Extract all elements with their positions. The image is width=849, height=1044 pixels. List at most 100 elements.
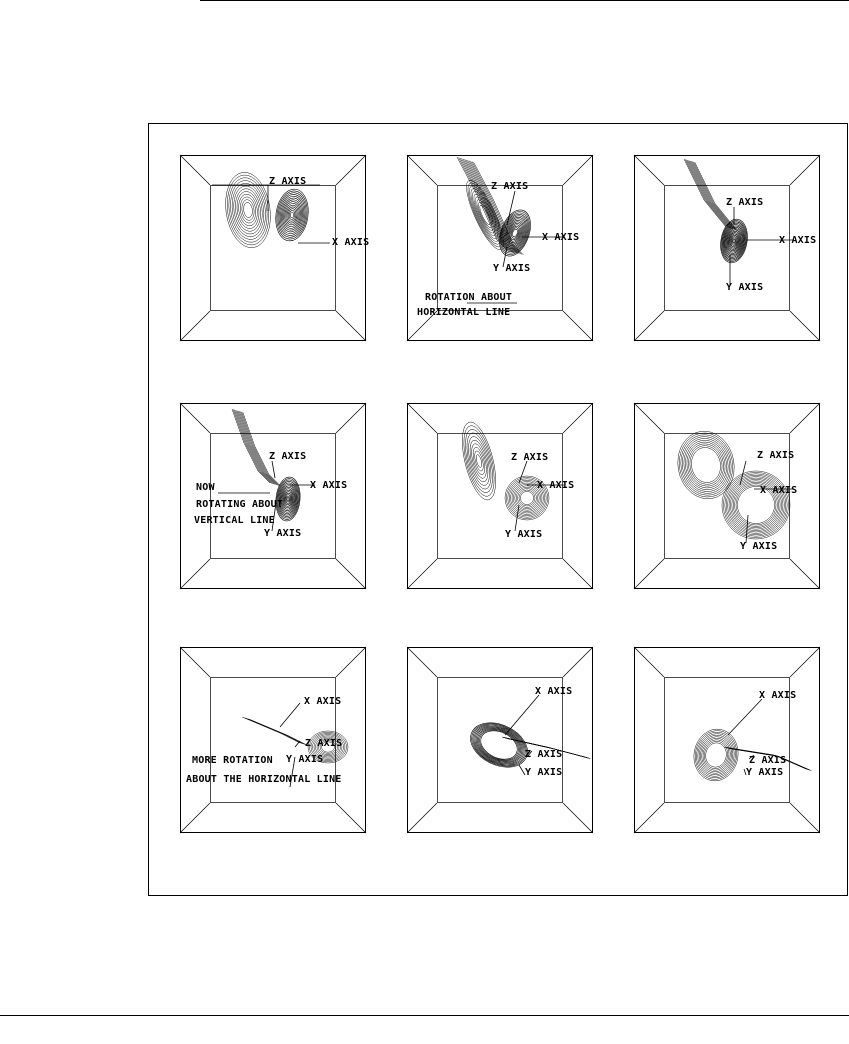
orbit-ring — [694, 731, 737, 779]
y-axis-label: Y AXIS — [264, 528, 301, 540]
orbit-ring — [468, 189, 502, 242]
rotation-note-line-1: ROTATION ABOUT — [425, 292, 512, 304]
y-axis-label: Y AXIS — [740, 541, 777, 553]
panel-5: Z AXIS X AXIS Y AXIS — [407, 403, 593, 589]
panel-3-plot — [634, 155, 820, 341]
panel-6: Z AXIS X AXIS Y AXIS — [634, 403, 820, 589]
z-axis-label: Z AXIS — [749, 755, 786, 767]
x-axis-label: X AXIS — [304, 696, 341, 708]
orbit-ring — [691, 727, 740, 782]
corner-edge — [790, 803, 820, 833]
corner-edge — [634, 647, 664, 677]
corner-edge — [563, 647, 593, 677]
x-axis-label: X AXIS — [760, 485, 797, 497]
y-axis-label: Y AXIS — [505, 529, 542, 541]
orbit-ring — [520, 491, 533, 504]
corner-edge — [180, 559, 210, 589]
corner-edge — [790, 311, 820, 341]
orbit-ring — [473, 723, 524, 767]
orbit-ring — [469, 442, 490, 479]
trajectory-strand — [694, 162, 736, 230]
attractor-lobe — [722, 471, 790, 539]
trajectory-strand — [237, 410, 275, 484]
y-axis-label: Y AXIS — [493, 263, 530, 275]
corner-edge — [407, 647, 437, 677]
corner-edge — [634, 311, 664, 341]
orbit-ring — [278, 195, 306, 236]
corner-edge — [563, 403, 593, 433]
trajectory-strand — [242, 717, 300, 743]
orbit-ring — [516, 487, 538, 509]
trajectory-strand — [238, 411, 276, 485]
attractor-lobe — [221, 169, 275, 250]
y-axis-label: Y AXIS — [746, 767, 783, 779]
x-axis-label: X AXIS — [759, 690, 796, 702]
corner-edge — [563, 155, 593, 185]
y-axis-label: Y AXIS — [726, 282, 763, 294]
corner-edge — [407, 559, 437, 589]
corner-edge — [336, 647, 366, 677]
orbit-ring — [290, 212, 294, 218]
rotation-note-line-2: HORIZONTAL LINE — [417, 307, 510, 319]
z-axis-label: Z AXIS — [525, 749, 562, 761]
corner-edge — [790, 559, 820, 589]
panel-7: X AXIS Z AXIS Y AXIS MORE ROTATION ABOUT… — [180, 647, 366, 833]
z-axis-label: Z AXIS — [269, 451, 306, 463]
orbit-ring — [456, 419, 503, 503]
corner-edge — [180, 403, 210, 433]
corner-edge — [336, 311, 366, 341]
corner-edge — [407, 803, 437, 833]
attractor-lobe — [690, 726, 742, 785]
orbit-ring — [289, 210, 296, 220]
corner-edge — [634, 559, 664, 589]
orbit-ring — [237, 193, 260, 227]
z-axis-label: Z AXIS — [726, 197, 763, 209]
orbit-ring — [722, 471, 790, 539]
rotation-note-line-3: VERTICAL LINE — [194, 515, 275, 527]
axis-line — [728, 699, 762, 735]
panel-4-plot — [180, 403, 366, 589]
z-axis-label: Z AXIS — [757, 450, 794, 462]
x-axis-label: X AXIS — [779, 235, 816, 247]
corner-edge — [180, 155, 210, 185]
corner-edge — [180, 647, 210, 677]
corner-edge — [634, 803, 664, 833]
x-axis-label: X AXIS — [542, 232, 579, 244]
panel-5-plot — [407, 403, 593, 589]
footer-rule — [0, 1015, 849, 1016]
attractor-lobe — [273, 187, 312, 243]
corner-edge — [336, 803, 366, 833]
x-axis-label: X AXIS — [535, 686, 572, 698]
attractor-lobe — [456, 419, 503, 503]
panel-8-plot — [407, 647, 593, 833]
orbit-ring — [287, 497, 289, 500]
corner-edge — [407, 403, 437, 433]
panel-8: X AXIS Z AXIS Y AXIS — [407, 647, 593, 833]
panel-1: Z AXIS X AXIS — [180, 155, 366, 341]
trajectory-strand — [242, 412, 280, 486]
rotation-note-line-2: ABOUT THE HORIZONTAL LINE — [186, 774, 342, 786]
rotation-note-line-1: NOW — [196, 482, 215, 494]
corner-edge — [790, 403, 820, 433]
trajectory-strand — [240, 412, 278, 486]
corner-edge — [563, 803, 593, 833]
orbit-ring — [696, 733, 736, 778]
orbit-ring — [725, 474, 787, 536]
orbit-ring — [676, 431, 736, 499]
corner-edge — [336, 155, 366, 185]
corner-edge — [336, 403, 366, 433]
corner-edge — [407, 155, 437, 185]
corner-edge — [634, 403, 664, 433]
panel-2: Z AXIS X AXIS Y AXIS ROTATION ABOUT HORI… — [407, 155, 593, 341]
rotation-note-line-2: ROTATING ABOUT — [196, 499, 283, 511]
panel-9: X AXIS Z AXIS Y AXIS — [634, 647, 820, 833]
y-axis-label: Y AXIS — [525, 767, 562, 779]
header-rule — [200, 0, 849, 1]
orbit-ring — [511, 229, 518, 238]
corner-edge — [563, 559, 593, 589]
trajectory-strand — [474, 162, 524, 255]
orbit-ring — [733, 239, 736, 243]
orbit-ring — [519, 490, 535, 506]
orbit-ring — [467, 438, 492, 483]
rotation-note-line-1: MORE ROTATION — [192, 755, 273, 767]
